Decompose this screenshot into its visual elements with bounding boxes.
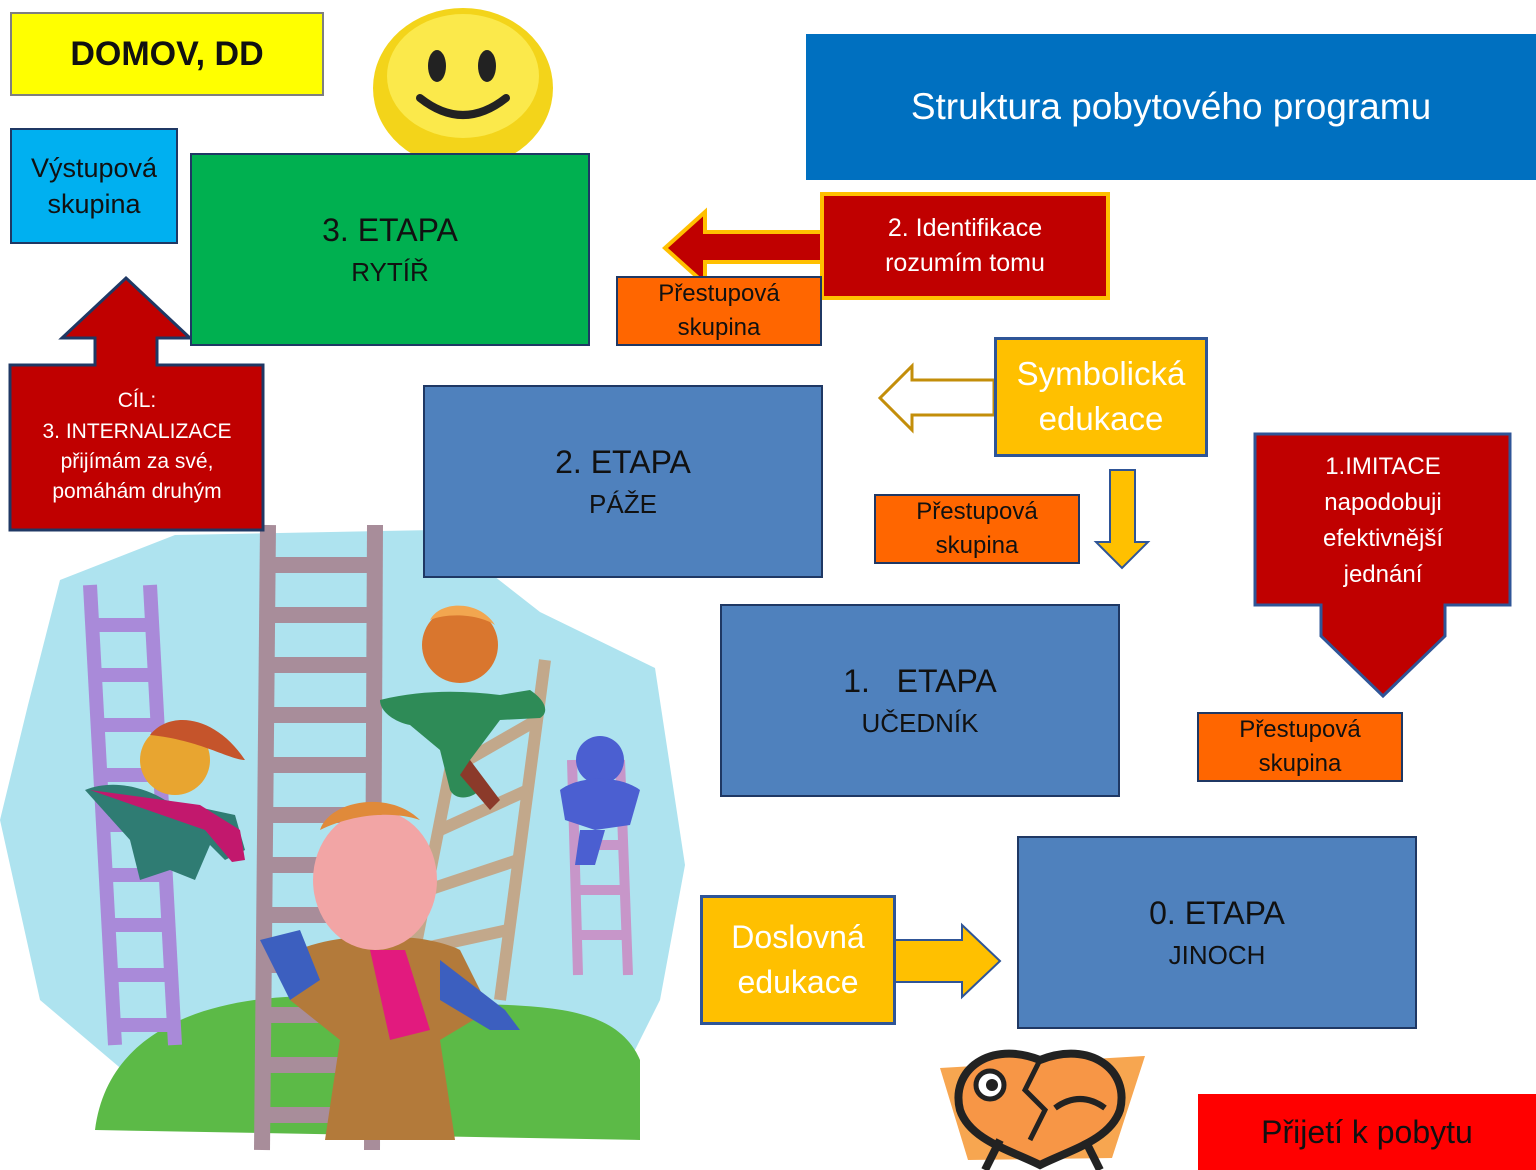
prestupova-3-line-2: skupina [1258, 750, 1342, 777]
symbolicka-line-1: Symbolická [1016, 355, 1186, 393]
climber-left [85, 720, 245, 880]
etapa-1-subtitle: UČEDNÍK [861, 707, 979, 738]
arrow-imitace-down [1253, 432, 1512, 699]
arrow-symbolicka-left [877, 362, 996, 434]
imitace-text-block: 1.IMITACE napodobuji efektivnější jednán… [1258, 446, 1508, 596]
prestupova-1-line-2: skupina [677, 314, 761, 341]
vystupova-skupina-box: Výstupová skupina [10, 128, 178, 244]
internalizace-line-4: pomáhám druhým [52, 480, 222, 504]
etapa-3-subtitle: RYTÍŘ [351, 256, 429, 287]
title-banner: Struktura pobytového programu [806, 34, 1536, 180]
arrow-internalizace-up [8, 275, 265, 532]
doslovna-edukace-box: Doslovná edukace [700, 895, 896, 1025]
symbolicka-line-2: edukace [1038, 400, 1164, 437]
imitace-line-3: efektivnější [1322, 525, 1444, 552]
etapa-2-subtitle: PÁŽE [589, 488, 657, 519]
internalizace-text-block: CÍL: 3. INTERNALIZACE přijímám za své, p… [14, 372, 260, 522]
etapa-0-title: 0. ETAPA [1149, 894, 1285, 931]
broken-heart-icon [940, 1049, 1145, 1170]
prestupova-2-line-2: skupina [935, 532, 1019, 559]
domov-label: DOMOV, DD [10, 12, 324, 96]
climber-top [380, 605, 546, 810]
smiley-icon [373, 8, 553, 168]
arrow-identifikace-left [662, 207, 824, 289]
prestupova-3-line-1: Přestupová [1239, 716, 1361, 744]
vystupova-line-1: Výstupová [30, 152, 158, 183]
climber-small [560, 736, 640, 865]
vystupova-line-2: skupina [47, 189, 141, 219]
prijeti-text: Přijetí k pobytu [1261, 1113, 1473, 1150]
doslovna-line-1: Doslovná [731, 919, 865, 956]
etapa-1-box: 1. ETAPA UČEDNÍK [720, 604, 1120, 797]
identifikace-line-1: 2. Identifikace [887, 214, 1043, 242]
etapa-2-title: 2. ETAPA [555, 443, 691, 480]
prestupova-skupina-box-3: Přestupová skupina [1197, 712, 1403, 782]
internalizace-line-2: 3. INTERNALIZACE [42, 419, 232, 443]
etapa-3-title: 3. ETAPA [322, 211, 458, 248]
symbolicka-edukace-box: Symbolická edukace [994, 337, 1208, 457]
identifikace-box: 2. Identifikace rozumím tomu [820, 192, 1110, 300]
prestupova-skupina-box-1: Přestupová skupina [616, 276, 822, 346]
imitace-line-2: napodobuji [1324, 489, 1442, 516]
etapa-0-box: 0. ETAPA JINOCH [1017, 836, 1417, 1029]
arrow-doslovna-right [894, 922, 1002, 1000]
internalizace-line-3: přijímám za své, [60, 450, 214, 473]
prijeti-k-pobytu-box: Přijetí k pobytu [1198, 1094, 1536, 1170]
imitace-line-4: jednání [1343, 561, 1423, 588]
domov-text: DOMOV, DD [70, 34, 264, 73]
identifikace-line-2: rozumím tomu [885, 249, 1045, 277]
etapa-1-title: 1. ETAPA [843, 662, 997, 699]
prestupova-skupina-box-2: Přestupová skupina [874, 494, 1080, 564]
internalizace-line-1: CÍL: [117, 389, 157, 413]
climber-front [260, 801, 520, 1140]
etapa-0-subtitle: JINOCH [1168, 939, 1266, 970]
prestupova-2-line-1: Přestupová [916, 498, 1038, 526]
prestupova-1-line-1: Přestupová [658, 280, 780, 308]
arrow-symbolicka-down [1093, 469, 1151, 570]
etapa-2-box: 2. ETAPA PÁŽE [423, 385, 823, 578]
doslovna-line-2: edukace [737, 964, 859, 1000]
title-text: Struktura pobytového programu [910, 86, 1432, 127]
imitace-line-1: 1.IMITACE [1325, 453, 1441, 480]
etapa-3-box: 3. ETAPA RYTÍŘ [190, 153, 590, 346]
